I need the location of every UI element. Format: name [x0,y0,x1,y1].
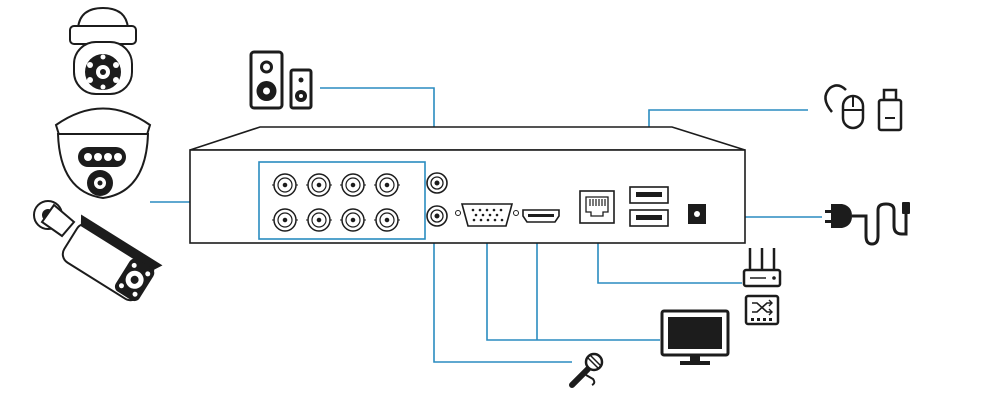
bnc-port [340,208,366,232]
dome-camera [54,107,152,200]
vga-port [455,203,519,227]
dvr-top [189,126,746,151]
rca-audio-in [426,205,448,227]
mouse-icon [824,84,865,130]
router-icon [742,248,782,288]
network-switch-icon [744,294,780,326]
power-adapter-icon [825,202,910,246]
microphone-icon [569,352,604,388]
dvr-unit [189,126,746,244]
bnc-port [306,208,332,232]
dc-power-port [688,204,706,224]
hdmi-port [522,209,560,223]
bnc-port [340,173,366,197]
bnc-port [272,173,298,197]
vga-line [486,228,660,341]
usb-drive-icon [877,88,903,132]
bnc-input-group [258,161,426,240]
bullet-camera [33,200,163,302]
ptz-camera [69,6,137,95]
usb-ports [629,186,669,227]
rca-audio-out [426,172,448,194]
microphone-line [433,228,572,363]
bnc-inputs [272,173,400,232]
bnc-port [374,208,400,232]
bnc-port [272,208,298,232]
bnc-port [306,173,332,197]
monitor-icon [660,309,730,365]
bnc-port [374,173,400,197]
speaker-icon [249,50,313,110]
lan-port [579,190,615,224]
